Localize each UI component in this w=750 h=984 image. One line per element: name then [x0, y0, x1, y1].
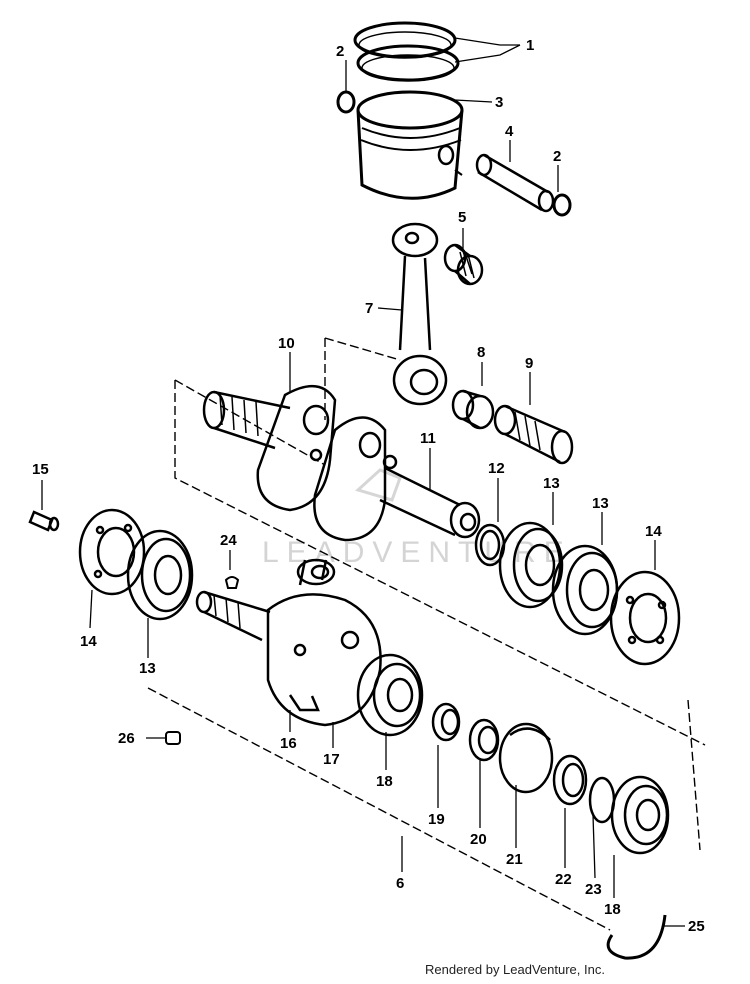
crankshaft-assembly: [195, 558, 382, 727]
oil-seal-lower: [468, 718, 500, 762]
main-bearing-lower-left: [126, 529, 194, 621]
callout-16: 16: [280, 735, 297, 752]
crank-pin: [493, 404, 574, 465]
callout-2b: 2: [553, 148, 561, 165]
main-bearing-lower-center: [356, 653, 424, 737]
retainer-screw: [28, 510, 60, 532]
piston: [356, 90, 464, 200]
small-end-needle-bearing: [443, 243, 484, 286]
callout-26: 26: [118, 730, 135, 747]
callout-11: 11: [420, 430, 436, 447]
spacer-collar: [431, 702, 461, 742]
main-bearing-lower-right: [610, 775, 670, 855]
callout-4: 4: [505, 123, 514, 140]
callout-13c: 13: [139, 660, 156, 677]
piston-rings: [353, 21, 460, 82]
rendered-by-credit: Rendered by LeadVenture, Inc.: [425, 962, 605, 977]
assembly-bracket-lines: [147, 337, 706, 931]
callout-3: 3: [495, 94, 503, 111]
woodruff-key: [224, 576, 240, 589]
callout-19: 19: [428, 811, 445, 828]
callout-20: 20: [470, 831, 487, 848]
snap-ring: [606, 914, 667, 960]
bearing-retainer-plate-lower: [78, 508, 146, 596]
callout-2: 2: [336, 43, 344, 60]
callout-12: 12: [488, 460, 505, 477]
callout-7: 7: [365, 300, 373, 317]
callout-14b: 14: [80, 633, 97, 650]
callout-18a: 18: [376, 773, 393, 790]
callout-leader-lines: [41, 37, 685, 927]
washer: [552, 754, 588, 806]
callout-1: 1: [526, 37, 534, 54]
thrust-shim: [498, 722, 554, 794]
callout-23: 23: [585, 881, 602, 898]
callout-15: 15: [32, 461, 49, 478]
piston-pin: [475, 153, 555, 213]
locating-pin: [165, 731, 181, 745]
piston-pin-circlip-right: [552, 193, 572, 217]
crankshaft-left-half: [202, 385, 337, 512]
callout-17: 17: [323, 751, 340, 768]
callout-18b: 18: [604, 901, 621, 918]
callout-6: 6: [396, 875, 404, 892]
callout-9: 9: [525, 355, 533, 372]
callout-8: 8: [477, 344, 485, 361]
callout-25: 25: [688, 918, 705, 935]
shim-ring: [588, 776, 616, 824]
connecting-rod: [391, 222, 448, 406]
bearing-retainer-plate-upper: [609, 570, 681, 666]
callout-10: 10: [278, 335, 295, 352]
main-bearing-upper-2: [551, 544, 619, 636]
callout-13b: 13: [592, 495, 609, 512]
callout-5: 5: [458, 209, 466, 226]
callout-22: 22: [555, 871, 572, 888]
callout-14a: 14: [645, 523, 662, 540]
piston-pin-circlip-left: [336, 90, 356, 114]
callout-21: 21: [506, 851, 523, 868]
callout-13a: 13: [543, 475, 560, 492]
callout-numbers: 1 2 3 4 2 5 7 8 9 10 11 12 13 13 14 15 1…: [32, 37, 705, 935]
callout-24: 24: [220, 532, 237, 549]
crank-pin-bearing: [451, 389, 495, 430]
crankshaft-right-half: [313, 416, 481, 542]
